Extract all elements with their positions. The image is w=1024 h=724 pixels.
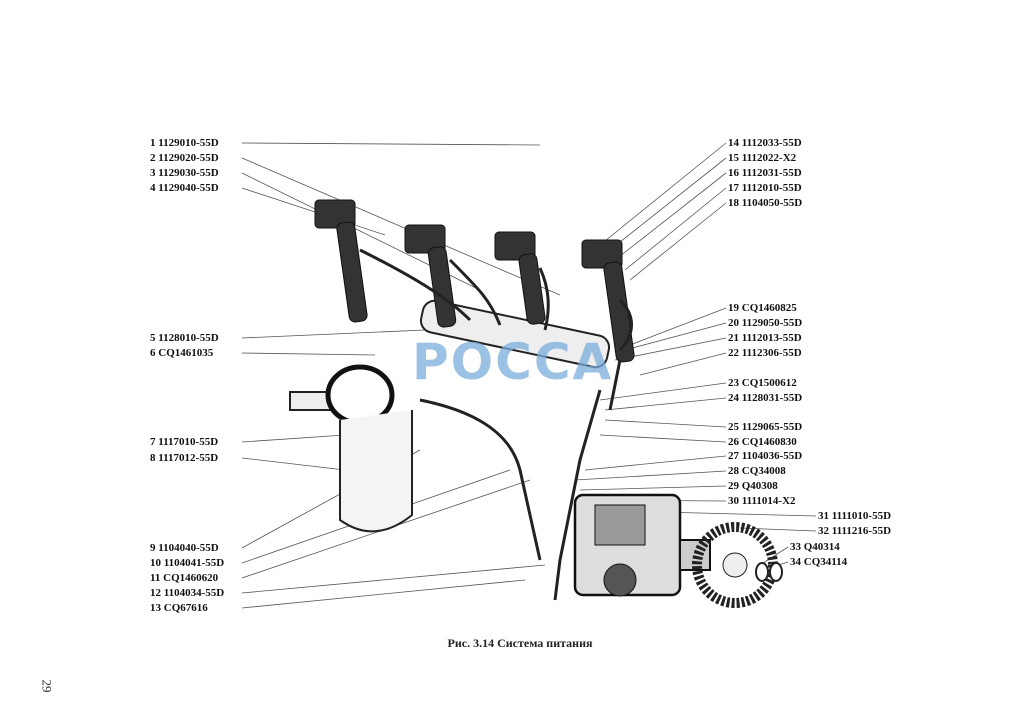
part-label: 23 CQ1500612 bbox=[728, 377, 797, 389]
fuel-filter bbox=[289, 364, 413, 533]
part-label: 5 1128010-55D bbox=[150, 332, 219, 344]
part-label: 1 1129010-55D bbox=[150, 137, 219, 149]
part-label: 11 CQ1460620 bbox=[150, 572, 219, 584]
part-label: 3 1129030-55D bbox=[150, 167, 219, 179]
leader-line bbox=[609, 157, 727, 251]
page-number: 29 bbox=[39, 679, 55, 693]
leader-line bbox=[241, 187, 386, 236]
injectors bbox=[314, 199, 635, 363]
leader-line bbox=[584, 455, 727, 471]
part-label: 18 1104050-55D bbox=[728, 197, 803, 209]
part-label: 34 CQ34114 bbox=[790, 556, 848, 568]
leader-line bbox=[604, 397, 727, 411]
part-label: 29 Q40308 bbox=[728, 480, 778, 492]
part-label: 7 1117010-55D bbox=[150, 436, 219, 448]
figure-caption: Рис. 3.14 Система питания bbox=[447, 636, 593, 650]
part-label: 13 CQ67616 bbox=[150, 602, 208, 614]
leader-line bbox=[624, 322, 727, 351]
leader-line bbox=[579, 485, 727, 491]
part-label: 9 1104040-55D bbox=[150, 542, 219, 554]
part-label: 12 1104034-55D bbox=[150, 587, 225, 599]
part-label: 25 1129065-55D bbox=[728, 421, 803, 433]
part-label: 8 1117012-55D bbox=[150, 452, 219, 464]
fuel-lines bbox=[359, 248, 634, 601]
leader-line bbox=[639, 352, 727, 376]
part-label: 14 1112033-55D bbox=[728, 137, 802, 149]
fuel-pump bbox=[573, 493, 783, 608]
part-label: 22 1112306-55D bbox=[728, 347, 802, 359]
leader-line bbox=[599, 382, 727, 401]
leader-line bbox=[604, 419, 727, 428]
leader-line bbox=[759, 546, 789, 566]
leader-lines bbox=[241, 142, 817, 609]
leader-line bbox=[574, 470, 727, 481]
part-label: 19 CQ1460825 bbox=[728, 302, 797, 314]
leader-line bbox=[614, 172, 727, 261]
leader-line bbox=[629, 202, 727, 281]
leader-line bbox=[624, 187, 727, 271]
part-label: 15 1112022-X2 bbox=[728, 152, 797, 164]
watermark: РОССА bbox=[412, 333, 614, 391]
leader-line bbox=[241, 329, 426, 339]
part-label: 2 1129020-55D bbox=[150, 152, 219, 164]
leader-line bbox=[241, 579, 526, 609]
leader-line bbox=[241, 352, 376, 356]
part-label: 32 1111216-55D bbox=[818, 525, 892, 537]
part-label: 24 1128031-55D bbox=[728, 392, 803, 404]
part-label: 26 CQ1460830 bbox=[728, 436, 797, 448]
leader-line bbox=[659, 511, 817, 517]
part-label: 27 1104036-55D bbox=[728, 450, 803, 462]
part-label: 10 1104041-55D bbox=[150, 557, 225, 569]
part-label: 4 1129040-55D bbox=[150, 182, 219, 194]
part-label: 17 1112010-55D bbox=[728, 182, 802, 194]
leader-line bbox=[241, 564, 546, 594]
part-label: 6 CQ1461035 bbox=[150, 347, 214, 359]
part-label: 28 CQ34008 bbox=[728, 465, 786, 477]
part-label: 21 1112013-55D bbox=[728, 332, 802, 344]
part-label: 16 1112031-55D bbox=[728, 167, 802, 179]
leader-line bbox=[599, 142, 727, 246]
leader-line bbox=[629, 307, 727, 346]
part-label: 30 1111014-X2 bbox=[728, 495, 796, 507]
leader-line bbox=[241, 157, 561, 296]
leader-line bbox=[241, 434, 346, 443]
leader-line bbox=[599, 434, 727, 443]
leader-line bbox=[241, 457, 346, 471]
part-label: 31 1111010-55D bbox=[818, 510, 892, 522]
part-label: 33 Q40314 bbox=[790, 541, 840, 553]
part-label: 20 1129050-55D bbox=[728, 317, 803, 329]
leader-line bbox=[241, 142, 541, 146]
